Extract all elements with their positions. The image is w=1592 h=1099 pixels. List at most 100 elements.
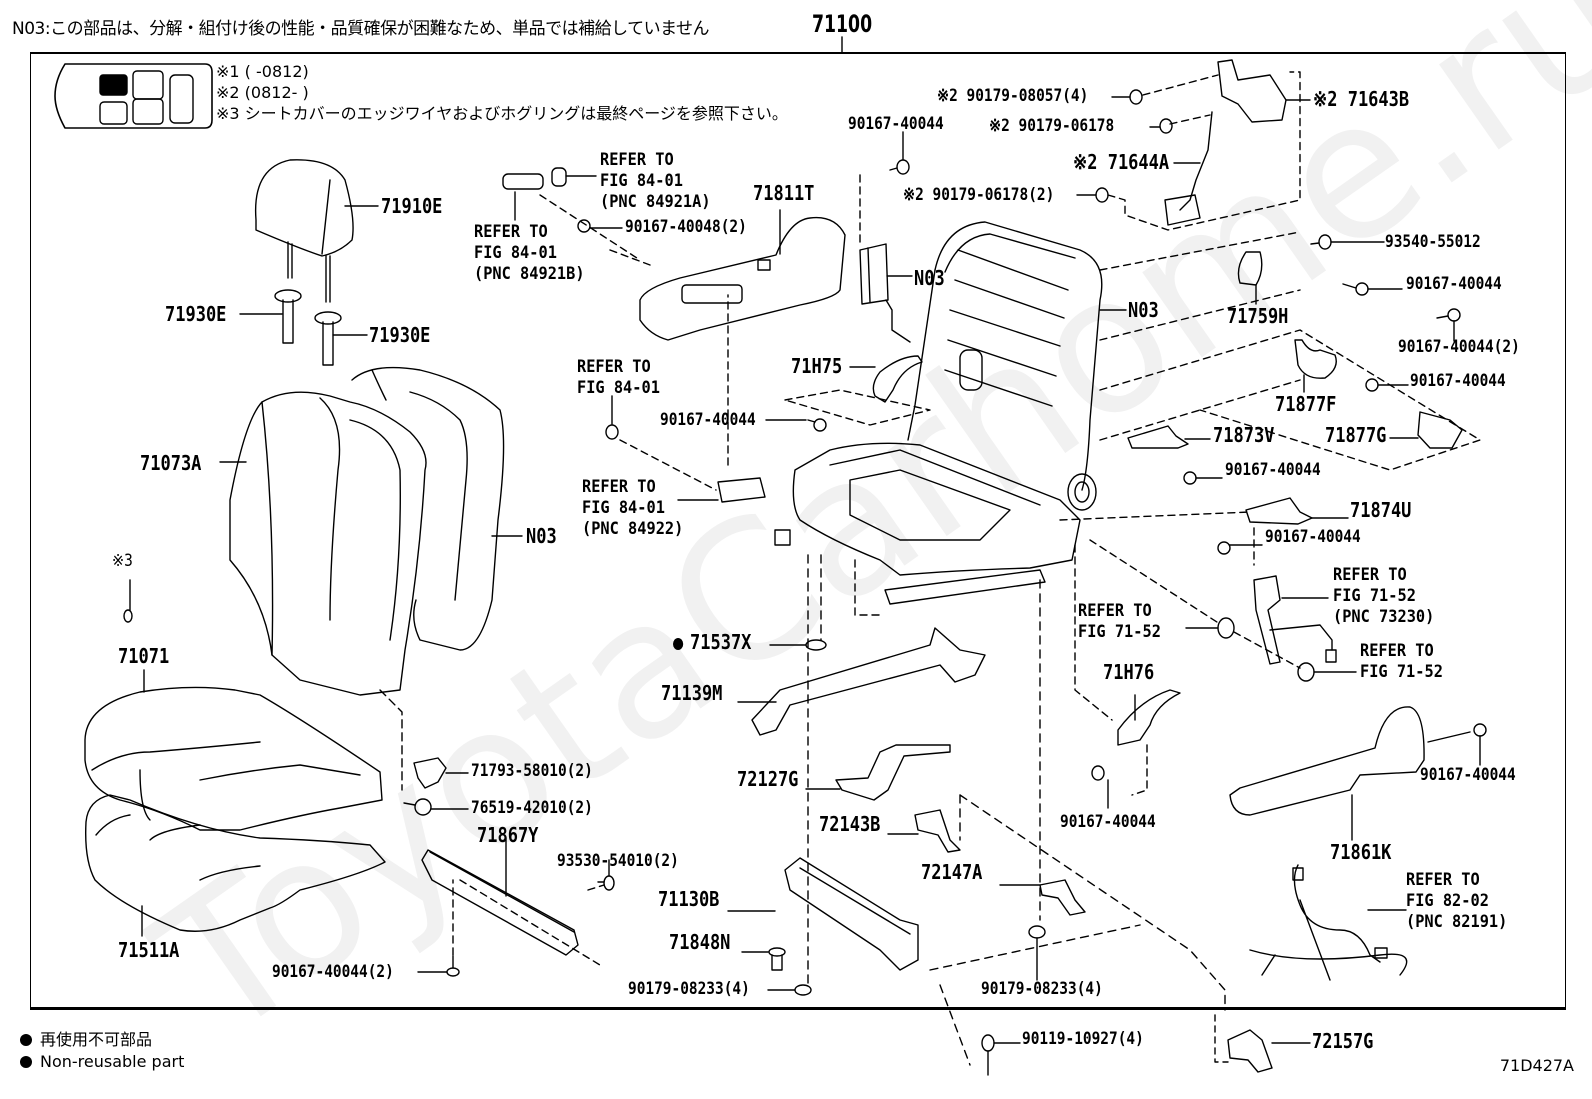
part-label-71130B[interactable]: 71130B: [658, 887, 720, 911]
leader-dash: [452, 879, 605, 966]
bracket-71877G: [1389, 411, 1463, 449]
bracket-72127G: [805, 744, 951, 801]
part-label-90119-10927[interactable]: 90119-10927(4): [1022, 1029, 1144, 1049]
part-label-90167-40044[interactable]: 90167-40044: [660, 410, 756, 430]
refer-to-fig-82-02-82191[interactable]: REFER TO FIG 82-02 (PNC 82191): [1406, 870, 1508, 932]
leader-dash: [539, 194, 651, 266]
part-label-71759H[interactable]: 71759H: [1227, 304, 1289, 328]
screw-90167-h76: [1091, 765, 1109, 809]
part-label-N03[interactable]: N03: [526, 524, 557, 548]
pin-76519: [403, 798, 469, 816]
part-label-71644A[interactable]: ※2 71644A: [1073, 150, 1170, 174]
part-label-71H75[interactable]: 71H75: [791, 354, 843, 378]
seat-cushion-pad-71511A: [85, 794, 386, 937]
part-label-71643B[interactable]: ※2 71643B: [1313, 87, 1410, 111]
legend-non-reusable-en: Non-reusable part: [20, 1052, 184, 1071]
part-label-76519-42010[interactable]: 76519-42010(2): [471, 798, 593, 818]
part-label-71861K[interactable]: 71861K: [1330, 840, 1392, 864]
seat-track-71130B: [727, 857, 919, 971]
remark-1: ※1 ( -0812): [216, 62, 309, 81]
washer-ref-71-52: [1185, 617, 1235, 639]
remarks-block: ※1 ( -0812) ※2 (0812- ) ※3 シートカバーのエッジワイヤ…: [216, 61, 788, 124]
part-label-90167-40044-2[interactable]: 90167-40044(2): [1398, 337, 1520, 357]
part-label-71877G[interactable]: 71877G: [1325, 423, 1387, 447]
diagram-frame: [30, 52, 1566, 1010]
part-label-71867Y[interactable]: 71867Y: [477, 823, 539, 847]
seat-cushion-cover-71071: [84, 669, 383, 831]
seat-side-shield-71811T: [639, 209, 846, 341]
part-label-90167-40044[interactable]: 90167-40044: [848, 114, 944, 134]
leader-dash: [1089, 539, 1301, 669]
part-label-71930E[interactable]: 71930E: [165, 302, 227, 326]
part-label-72127G[interactable]: 72127G: [737, 767, 799, 791]
non-reusable-dot-icon: [20, 1034, 32, 1046]
leader-dash: [619, 294, 729, 491]
wire-harness-82191: [1249, 864, 1408, 981]
part-label-71073A[interactable]: 71073A: [140, 451, 202, 475]
part-label-72147A[interactable]: 72147A: [921, 860, 983, 884]
part-label-90167-40048[interactable]: 90167-40048(2): [625, 217, 747, 237]
leader-dash: [1214, 1014, 1229, 1063]
part-label-93530-54010[interactable]: 93530-54010(2): [557, 851, 679, 871]
part-label-90167-40044-2[interactable]: 90167-40044(2): [272, 962, 394, 982]
refer-to-fig-84-01[interactable]: REFER TO FIG 84-01: [577, 357, 660, 398]
part-label-71877F[interactable]: 71877F: [1275, 392, 1337, 416]
remark-mark-3: ※3: [112, 551, 133, 571]
nut-90179-06178-2: [1076, 187, 1109, 203]
bracket-72143B: [887, 809, 961, 853]
leader-dash: [379, 689, 403, 791]
remark-2: ※2 (0812- ): [216, 83, 309, 102]
part-label-71139M[interactable]: 71139M: [661, 681, 723, 705]
nut-90179-08233-a: [767, 984, 812, 996]
legend-text-jp: 再使用不可部品: [40, 1030, 153, 1049]
part-label-90179-08233[interactable]: 90179-08233(4): [628, 979, 750, 999]
part-label-90167-40044[interactable]: 90167-40044: [1406, 274, 1502, 294]
refer-to-fig-84-01-84921A[interactable]: REFER TO FIG 84-01 (PNC 84921A): [600, 150, 711, 212]
part-label-N03[interactable]: N03: [1128, 298, 1159, 322]
seat-module-N03: [859, 243, 913, 343]
recliner-71643B: [1217, 59, 1311, 123]
part-label-71H76[interactable]: 71H76: [1103, 660, 1155, 684]
part-label-71811T[interactable]: 71811T: [753, 181, 815, 205]
refer-to-fig-84-01-84922[interactable]: REFER TO FIG 84-01 (PNC 84922): [582, 477, 684, 539]
headrest-guide-71930E: [239, 289, 368, 366]
part-label-90167-40044[interactable]: 90167-40044: [1420, 765, 1516, 785]
bracket-72157G: [1227, 1029, 1311, 1073]
bracket-71873V: [1127, 425, 1211, 449]
part-label-71874U[interactable]: 71874U: [1350, 498, 1412, 522]
nut-90179-08233-b: [1028, 925, 1046, 981]
part-label-N03[interactable]: N03: [914, 266, 945, 290]
part-label-90179-06178-2[interactable]: ※2 90179-06178(2): [903, 185, 1055, 205]
assembly-part-number[interactable]: 71100: [812, 10, 873, 38]
part-label-71071[interactable]: 71071: [118, 644, 170, 668]
remark-3: ※3 シートカバーのエッジワイヤおよびホグリングは最終ページを参照下さい。: [216, 104, 788, 123]
refer-to-fig-71-52[interactable]: REFER TO FIG 71-52: [1078, 601, 1161, 642]
leader-dash: [854, 559, 881, 616]
part-label-72157G[interactable]: 72157G: [1312, 1029, 1374, 1053]
part-label-93540-55012[interactable]: 93540-55012: [1385, 232, 1481, 252]
part-label-71793-58010[interactable]: 71793-58010(2): [471, 761, 593, 781]
part-label-90179-06178[interactable]: ※2 90179-06178: [989, 116, 1115, 136]
part-label-71848N[interactable]: 71848N: [669, 930, 731, 954]
part-label-71930E[interactable]: 71930E: [369, 323, 431, 347]
leader-dash: [1107, 71, 1301, 231]
leader-dash: [1059, 231, 1481, 566]
part-label-72143B[interactable]: 72143B: [819, 812, 881, 836]
part-label-90179-08057[interactable]: ※2 90179-08057(4): [937, 86, 1089, 106]
clip-71793: [413, 757, 469, 789]
part-label-71873V[interactable]: 71873V: [1213, 423, 1275, 447]
part-label-71910E[interactable]: 71910E: [381, 194, 443, 218]
part-label-71537X[interactable]: 71537X: [673, 632, 751, 652]
part-label-90167-40044[interactable]: 90167-40044: [1060, 812, 1156, 832]
part-label-90167-40044[interactable]: 90167-40044: [1410, 371, 1506, 391]
headrest-71910E: [254, 159, 379, 303]
part-label-90167-40044[interactable]: 90167-40044: [1265, 527, 1361, 547]
part-label-71511A[interactable]: 71511A: [118, 938, 180, 962]
leader-dash: [784, 389, 931, 426]
refer-to-fig-84-01-84921B[interactable]: REFER TO FIG 84-01 (PNC 84921B): [474, 222, 585, 284]
refer-to-fig-71-52-73230[interactable]: REFER TO FIG 71-52 (PNC 73230): [1333, 565, 1435, 627]
part-label-90179-08233[interactable]: 90179-08233(4): [981, 979, 1103, 999]
refer-to-fig-71-52[interactable]: REFER TO FIG 71-52: [1360, 641, 1443, 682]
part-label-90167-40044[interactable]: 90167-40044: [1225, 460, 1321, 480]
